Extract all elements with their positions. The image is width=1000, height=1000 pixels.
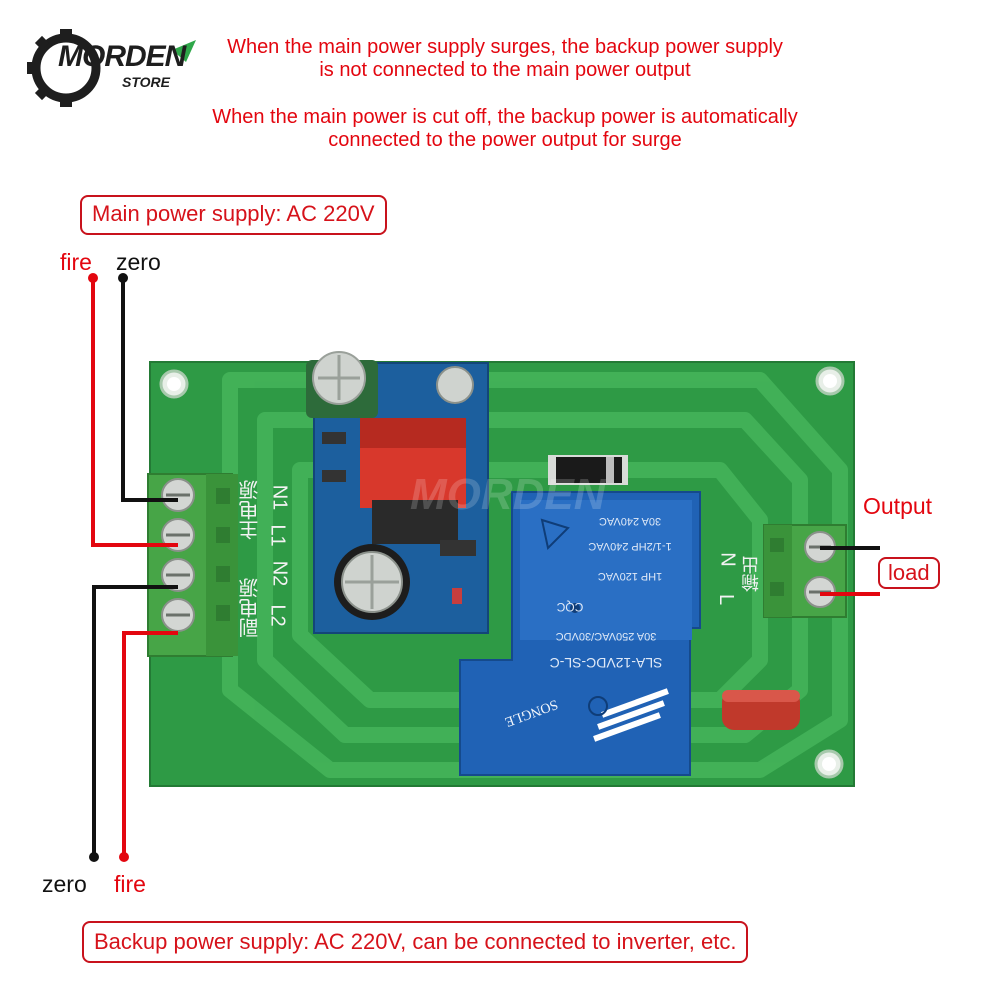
relay-cert: CQC: [556, 600, 584, 614]
wire-end-main-fire: [88, 273, 98, 283]
load-label: load: [878, 557, 940, 589]
screw-l2: [161, 598, 195, 632]
wire-end-backup-fire: [119, 852, 129, 862]
output-label: Output: [863, 493, 933, 519]
wire-main-fire: [91, 278, 178, 547]
silk-l2: L2: [266, 604, 289, 627]
note-line-2: is not connected to the main power outpu…: [319, 59, 691, 81]
silk-cn-backup: 副电源: [240, 578, 262, 638]
backup-zero-label: zero: [42, 871, 87, 897]
silk-n1: N1: [268, 484, 291, 511]
silk-out-n: N: [716, 552, 739, 567]
main-fire-label: fire: [60, 249, 92, 275]
film-capacitor: [722, 690, 800, 730]
main-zero-label: zero: [116, 249, 161, 275]
backup-supply-label: Backup power supply: AC 220V, can be con…: [82, 921, 749, 963]
silk-n2: N2: [268, 560, 291, 587]
relay-spec-1: 30A 250VAC/30VDC: [555, 630, 657, 642]
mounting-hole: [159, 369, 189, 399]
relay-spec-4: 30A 240VAC: [598, 515, 662, 527]
wire-backup-fire: [122, 631, 178, 855]
silk-cn-output: 输出: [741, 556, 761, 592]
wire-end-backup-zero: [89, 852, 99, 862]
silk-l1: L1: [266, 524, 289, 547]
wire-main-zero: [121, 278, 178, 502]
diode: [548, 455, 628, 485]
note-line-4: connected to the power output for surge: [328, 129, 682, 151]
wire-end-main-zero: [118, 273, 128, 283]
relay-model: SLA-12VDC-SL-C: [549, 655, 663, 671]
silk-out-l: L: [715, 593, 738, 606]
power-module: [306, 351, 489, 634]
silk-cn-main: 主电源: [240, 480, 262, 540]
main-supply-label: Main power supply: AC 220V: [80, 195, 387, 235]
backup-fire-label: fire: [114, 871, 146, 897]
logo-brand: MORDEN: [58, 40, 186, 73]
mounting-hole: [814, 749, 844, 779]
screw-n2: [161, 558, 195, 592]
note-line-3: When the main power is cut off, the back…: [212, 106, 798, 128]
relay: [459, 491, 701, 776]
logo-sub: STORE: [122, 74, 170, 90]
note-line-1: When the main power supply surges, the b…: [227, 36, 783, 58]
watermark: MORDEN: [410, 470, 606, 519]
relay-spec-3: 1-1/2HP 240VAC: [588, 540, 672, 552]
wire-backup-zero: [92, 585, 178, 855]
mounting-hole: [815, 366, 845, 396]
screw-n1: [161, 478, 195, 512]
relay-spec-2: 1HP 120VAC: [597, 570, 663, 582]
